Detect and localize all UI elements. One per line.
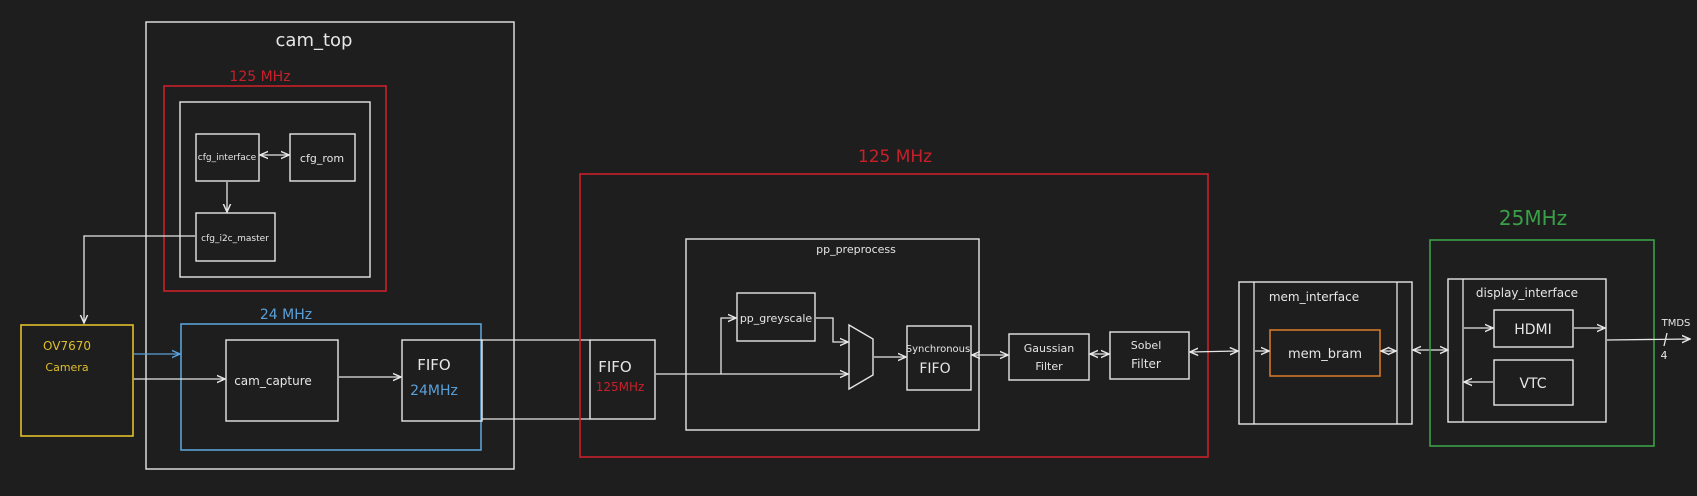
- cfg-block: [179, 101, 371, 278]
- cfg-clock-domain: [163, 85, 387, 292]
- mux-block: [848, 323, 874, 391]
- fifo-a-block: [401, 339, 483, 422]
- cfg-rom-block: [289, 133, 356, 182]
- sync-fifo-label-line2: FIFO: [919, 361, 950, 377]
- pipeline-clock-domain: [579, 173, 1209, 458]
- pp-preprocess-label: pp_preprocess: [816, 243, 896, 256]
- tmds-width-label: 4: [1661, 349, 1668, 362]
- fifo-b-label: FIFO: [598, 358, 632, 376]
- hdmi-block: [1493, 309, 1574, 348]
- tmds-label: TMDS: [1661, 318, 1691, 329]
- cam-top-label: cam_top: [276, 30, 353, 51]
- greyscale-to-mux-arrow: [816, 317, 848, 342]
- fifo-b-block: [589, 339, 656, 420]
- gaussian-label-line2: Filter: [1035, 360, 1063, 373]
- pp-greyscale-block: [736, 292, 816, 342]
- camera-label-line2: Camera: [45, 361, 88, 374]
- display-interface-label: display_interface: [1476, 286, 1578, 300]
- cam-capture-block: [225, 339, 339, 422]
- fifo-a-label: FIFO: [417, 356, 451, 374]
- vtc-label: VTC: [1519, 376, 1546, 392]
- vtc-block: [1493, 359, 1574, 406]
- pp-preprocess-block: [685, 238, 980, 431]
- fifo-b-clock-label: 125MHz: [596, 380, 645, 394]
- pipeline-clock-label: 125 MHz: [858, 147, 932, 167]
- gaussian-filter-block: [1008, 333, 1090, 381]
- cfg-rom-label: cfg_rom: [300, 152, 344, 165]
- cam-top-block: [145, 21, 515, 470]
- mem-interface-label: mem_interface: [1269, 290, 1359, 304]
- sync-fifo-block: [906, 325, 972, 391]
- fifo-b-to-greyscale-arrow: [720, 318, 736, 374]
- cfg-interface-block: [195, 133, 260, 182]
- mem-bram-label: mem_bram: [1288, 347, 1362, 362]
- tmds-output-arrow: [1606, 339, 1690, 340]
- mem-bram-block: [1269, 329, 1381, 377]
- display-clock-label: 25MHz: [1499, 206, 1567, 230]
- camera-label-line1: OV7670: [43, 339, 91, 353]
- cfg-interface-label: cfg_interface: [198, 153, 257, 163]
- sync-fifo-label-line1: Synchronous: [906, 344, 970, 355]
- mem-interface-block: [1238, 281, 1413, 425]
- sobel-mem-arrow: [1190, 351, 1238, 352]
- capture-clock-label: 24 MHz: [260, 307, 312, 323]
- hdmi-label: HDMI: [1514, 322, 1552, 338]
- cfg-clock-label: 125 MHz: [229, 69, 290, 85]
- display-clock-domain: [1429, 239, 1655, 447]
- sobel-label-line2: Filter: [1131, 357, 1161, 371]
- pp-greyscale-label: pp_greyscale: [740, 312, 813, 325]
- ov7670-camera: [20, 324, 134, 437]
- gaussian-label-line1: Gaussian: [1024, 342, 1074, 355]
- cfg-i2c-master-block: [195, 212, 276, 262]
- i2c-to-camera-arrow: [84, 235, 195, 323]
- cam-capture-label: cam_capture: [234, 374, 312, 388]
- tmds-bus-slash: [1663, 332, 1668, 347]
- fifo-a-clock-label: 24MHz: [410, 383, 458, 399]
- sobel-label-line1: Sobel: [1131, 339, 1162, 352]
- cfg-i2c-master-label: cfg_i2c_master: [201, 234, 269, 244]
- capture-clock-domain: [180, 323, 482, 451]
- display-interface-block: [1447, 278, 1607, 423]
